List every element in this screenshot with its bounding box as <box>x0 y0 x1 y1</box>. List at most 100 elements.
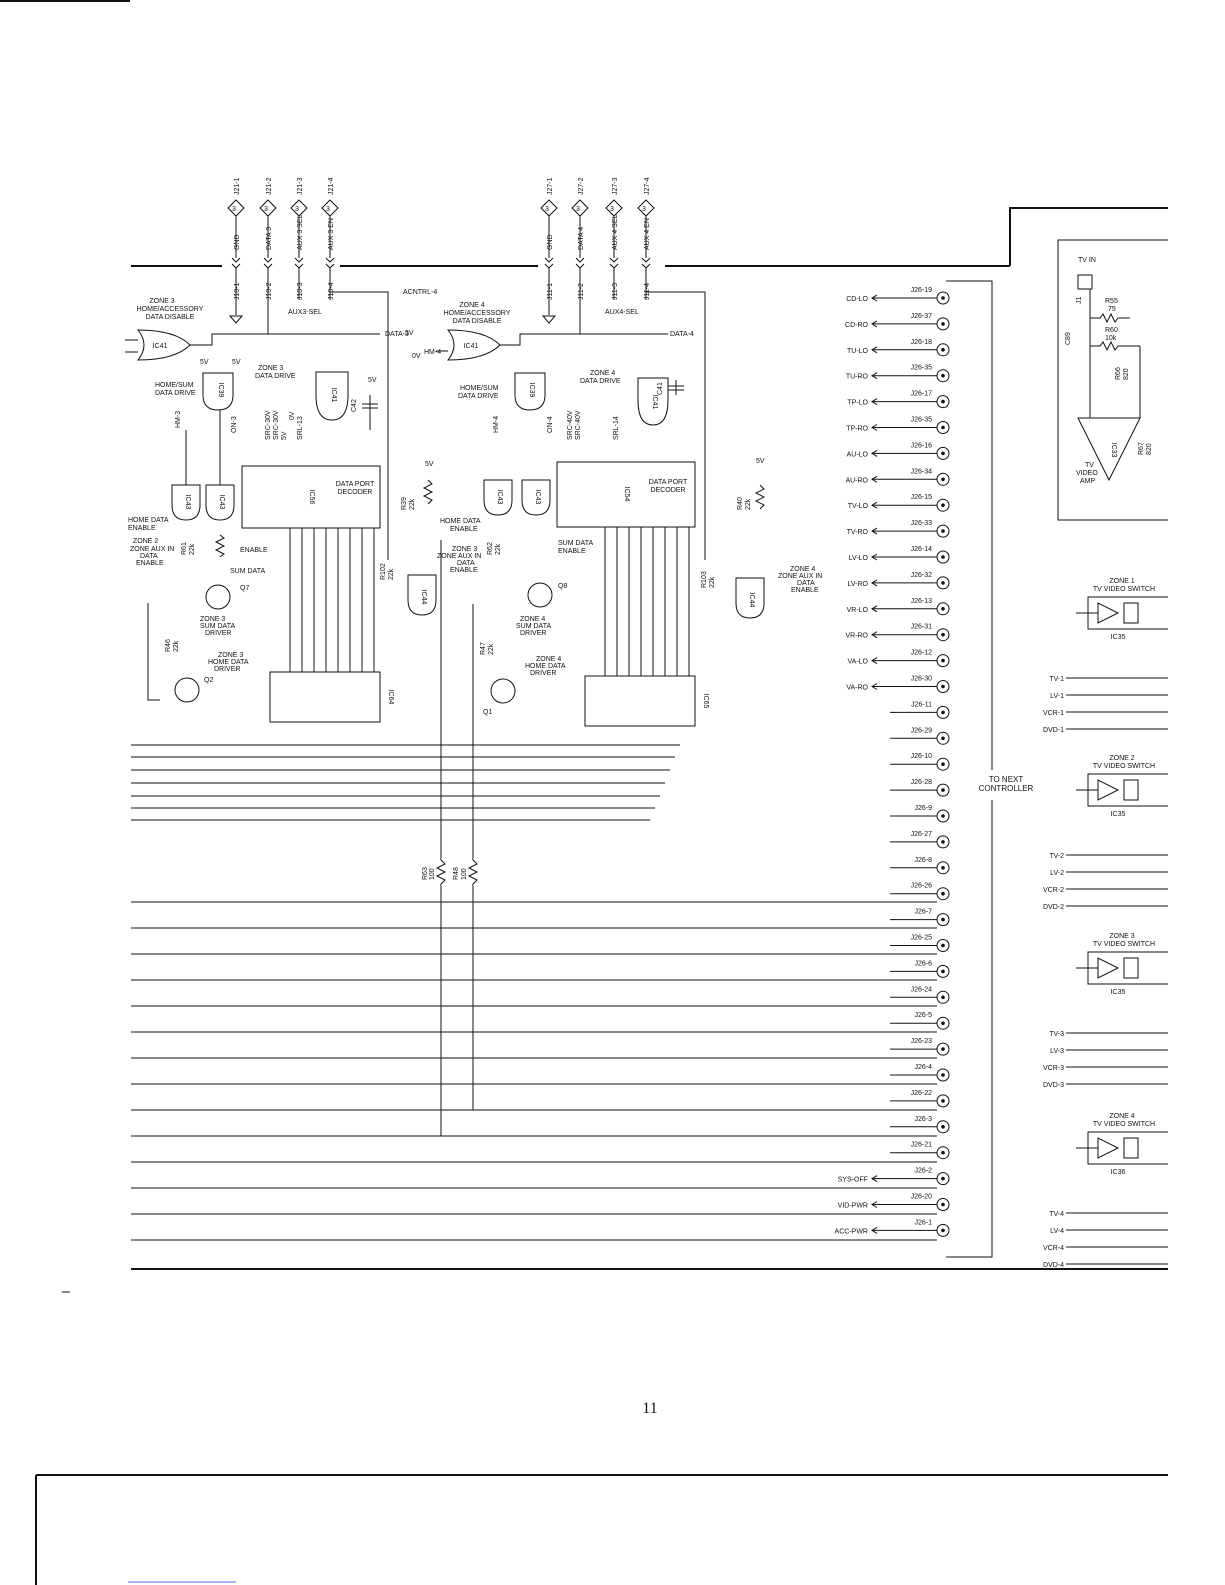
connector-signal: AUX 4 SEL <box>612 214 619 250</box>
j26-signal-label: AU-LO <box>847 451 869 458</box>
connector-chevron <box>263 257 273 263</box>
j26-pin-label: J26-35 <box>911 365 933 372</box>
ic44-gate-a <box>407 574 437 616</box>
j26-pin-label: J26-11 <box>911 701 932 708</box>
ic43-gate-c <box>483 479 513 516</box>
r102-label: R102 <box>380 563 387 580</box>
connector-chevron <box>609 263 619 269</box>
zone2-aux-1: ZONE 2 <box>133 538 158 545</box>
j26-pin-label: J26-27 <box>911 831 933 838</box>
j26-pin-dot <box>941 658 945 663</box>
switch-relay <box>1123 602 1139 624</box>
j26-signal-label: VA-RO <box>846 685 868 692</box>
connector-jack: J27-1 <box>547 177 554 195</box>
switch-title-2: TV VIDEO SWITCH <box>1093 586 1155 593</box>
srl14-label: SRL-14 <box>613 416 620 440</box>
r66-value: 820 <box>1123 368 1130 380</box>
j26-pin-label: J26-32 <box>911 572 933 579</box>
c89-label: C89 <box>1065 332 1072 345</box>
connector-number: 3 <box>642 206 646 213</box>
tv-video-switches: ZONE 1TV VIDEO SWITCHIC35TV-1LV-1VCR-1DV… <box>1043 578 1168 1269</box>
ic39b-label: IC39 <box>528 383 535 398</box>
z4-5v-in: 5V <box>405 330 414 337</box>
zone2-aux-3: DATA <box>140 553 158 560</box>
j26-pin-dot <box>941 1202 945 1207</box>
ic41b-label: IC41 <box>330 388 337 403</box>
r40-value: 22k <box>745 498 752 510</box>
r63-value: 100 <box>429 868 436 880</box>
j26-signal-label: TP-LO <box>847 400 868 407</box>
switch-input-label: LV-4 <box>1050 1228 1064 1235</box>
r55-label: R55 <box>1105 298 1118 305</box>
r39-zigzag <box>422 479 434 505</box>
j26-pin-label: J26-26 <box>911 883 933 890</box>
j26-pin-label: J26-34 <box>911 468 933 475</box>
connector-chevron <box>263 263 273 269</box>
switch-input-label: LV-3 <box>1050 1048 1064 1055</box>
connector-chevron <box>641 257 651 263</box>
j26-signal-label: TU-LO <box>847 348 869 355</box>
j26-pin-label: J26-30 <box>911 676 933 683</box>
aux4-en-net <box>645 291 706 560</box>
connector-number: 3 <box>576 206 580 213</box>
j26-pin-label: J26-35 <box>911 417 933 424</box>
ic39a-label: IC39 <box>217 383 224 398</box>
next-controller-bracket-top <box>946 280 993 770</box>
j26-arrow <box>871 398 878 406</box>
j26-pin-label: J26-1 <box>914 1219 932 1226</box>
j26-pin-dot <box>941 840 945 844</box>
ic43b-label: IC43 <box>218 495 225 510</box>
home-data-enable-b-2: ENABLE <box>450 526 478 533</box>
switch-buffer <box>1097 957 1120 979</box>
switch-ic-label: IC35 <box>1111 989 1126 996</box>
j26-connector: J26-19CD-LOJ26-37CD-ROJ26-18TU-LOJ26-35T… <box>835 287 950 1237</box>
j26-pin-label: J26-4 <box>914 1064 932 1071</box>
z4-sum-driver-3: DRIVER <box>520 630 546 637</box>
connector-signal: DATA 3 <box>266 227 273 250</box>
connector-diamond <box>571 199 589 217</box>
r55-value: 75 <box>1108 306 1116 313</box>
zone3-disable-label-1: ZONE 3 <box>149 298 174 305</box>
r102-value: 22k <box>388 568 395 580</box>
j26-pin-dot <box>941 1073 945 1077</box>
ic41-gate-b <box>315 371 349 421</box>
j26-arrow <box>871 1201 878 1208</box>
zone3-aux-2: ZONE AUX IN <box>437 553 481 560</box>
connector-diamond <box>259 199 277 217</box>
ic65-label: IC65 <box>702 694 709 709</box>
connector-chevron <box>641 263 651 269</box>
z3-0v-vert: 0V <box>289 411 296 420</box>
homesum-b-1: HOME/SUM <box>460 385 499 392</box>
j26-pin-label: J26-16 <box>911 442 933 449</box>
j1-jack <box>1077 274 1093 290</box>
q7-transistor <box>205 584 231 610</box>
zone4-disable-label-1: ZONE 4 <box>459 302 484 309</box>
j26-pin-label: J26-6 <box>914 960 932 967</box>
j26-arrow <box>871 1226 878 1234</box>
j26-pin-label: J26-10 <box>911 753 933 760</box>
switch-title-2: TV VIDEO SWITCH <box>1093 763 1155 770</box>
j26-signal-label: SYS-OFF <box>838 1177 868 1184</box>
j26-pin-dot <box>941 788 945 792</box>
data3-label: DATA-3 <box>385 331 409 338</box>
switch-input-label: DVD-3 <box>1043 1082 1064 1089</box>
connector-header: J10-4 <box>328 282 335 300</box>
connector-number: 3 <box>545 206 549 213</box>
j26-arrow <box>871 424 878 431</box>
switch-input-label: TV-1 <box>1049 676 1064 683</box>
r47-label: R47 <box>480 642 487 655</box>
ic43-gate-b <box>205 484 235 521</box>
j26-pin-dot <box>941 1125 945 1129</box>
connector-jack: J27-3 <box>612 177 619 195</box>
gnd-symbol <box>541 315 557 324</box>
connector-jack: J21-4 <box>328 177 335 195</box>
to-next-controller-2: CONTROLLER <box>979 784 1034 793</box>
q7-label: Q7 <box>240 585 249 592</box>
j26-pin-label: J26-37 <box>911 313 933 320</box>
ic44a-label: IC44 <box>420 590 427 605</box>
j26-arrow <box>871 449 878 457</box>
switch-title-1: ZONE 1 <box>1109 578 1134 585</box>
switch-buffer <box>1097 779 1120 801</box>
decoder-b-1: DATA PORT <box>649 479 688 486</box>
